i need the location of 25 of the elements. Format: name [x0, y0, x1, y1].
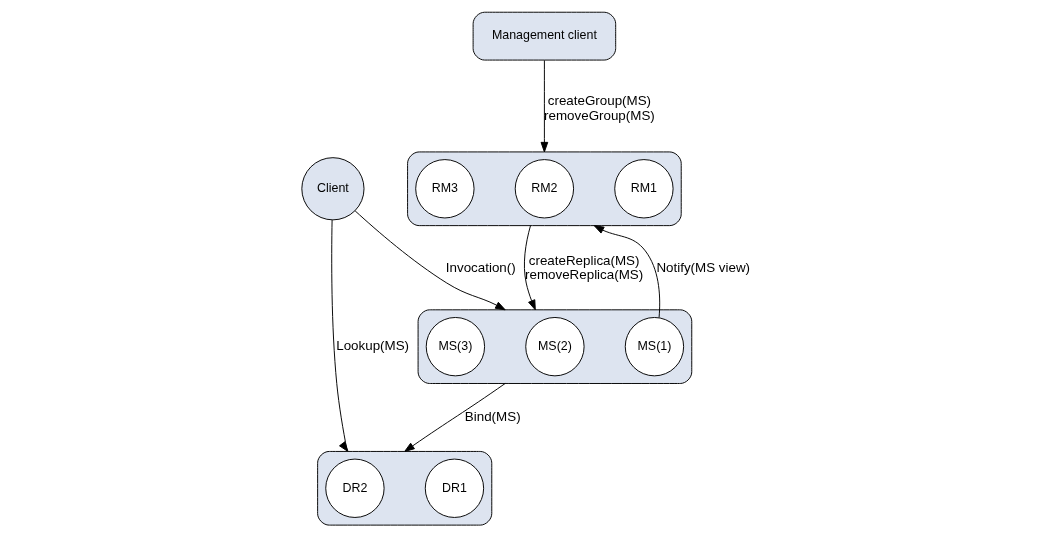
cluster: [417, 309, 692, 384]
node-circle: DR2: [324, 458, 385, 518]
arrow: [403, 383, 506, 452]
edge-label: Bind(MS): [464, 409, 521, 425]
arrow: [330, 219, 348, 452]
arrow: [523, 225, 536, 311]
node-circle: DR1: [424, 458, 484, 518]
edge-label: Invocation(): [445, 260, 516, 276]
edge-label: Notify(MS view): [655, 260, 750, 276]
node-circle: RM3: [414, 159, 475, 219]
edge-label: Lookup(MS): [335, 338, 409, 354]
node-circle: MS(2): [524, 317, 585, 377]
cluster: [406, 151, 682, 227]
node-circle: RM1: [613, 159, 674, 219]
edge-label: createGroup(MS) removeGroup(MS): [543, 93, 655, 123]
arrow: [593, 225, 660, 318]
arrow: [540, 59, 548, 153]
node-circle: MS(3): [425, 317, 485, 377]
node-circle: MS(1): [624, 317, 684, 377]
cluster: [316, 450, 492, 526]
node-circle: Client: [300, 157, 364, 221]
edge-label: createReplica(MS) removeReplica(MS): [524, 253, 643, 283]
arrow: [354, 210, 506, 311]
node-box: Management client: [472, 11, 616, 61]
node-circle: RM2: [514, 159, 574, 219]
